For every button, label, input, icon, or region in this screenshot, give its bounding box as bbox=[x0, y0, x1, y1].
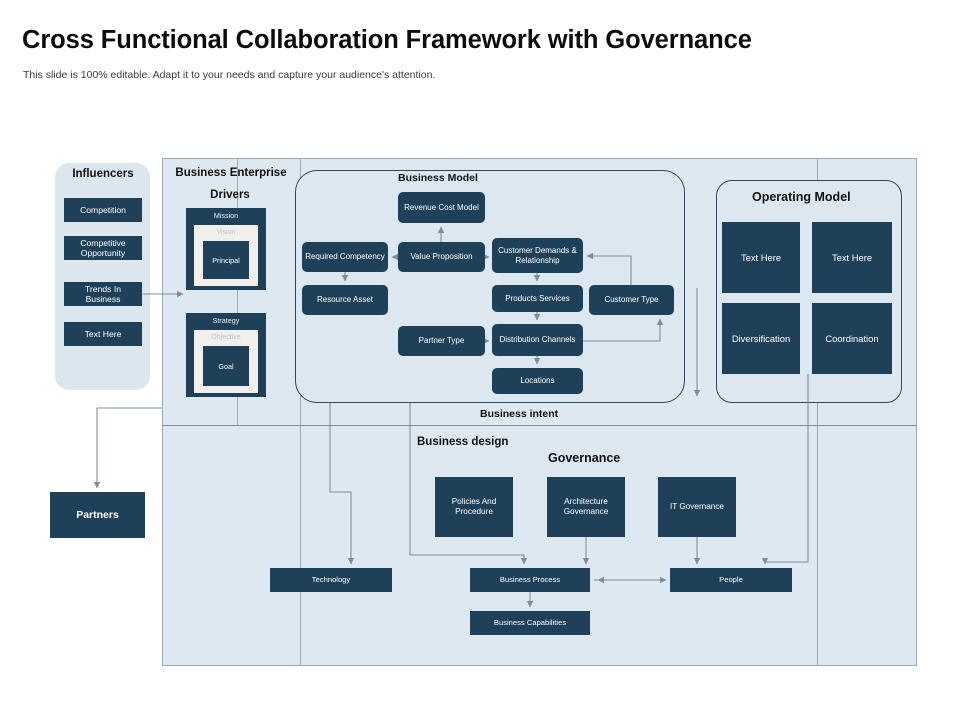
influencer-item-competitive-opportunity[interactable]: Competitive Opportunity bbox=[64, 236, 142, 260]
driver-principal[interactable]: Principal bbox=[203, 241, 249, 279]
page-subtitle: This slide is 100% editable. Adapt it to… bbox=[23, 69, 436, 81]
panel-divider-mid bbox=[300, 158, 301, 666]
node-partner-type[interactable]: Partner Type bbox=[398, 326, 485, 356]
node-customer-type[interactable]: Customer Type bbox=[589, 285, 674, 315]
driver-mission-label: Mission bbox=[213, 211, 239, 220]
driver-mission[interactable]: Mission Vision Principal bbox=[186, 208, 266, 290]
driver-objective[interactable]: Objective Goal bbox=[194, 330, 258, 393]
node-resource-asset[interactable]: Resource Asset bbox=[302, 285, 388, 315]
operating-model-cell-1[interactable]: Text Here bbox=[722, 222, 800, 293]
operating-model-heading: Operating Model bbox=[752, 190, 851, 204]
node-partners[interactable]: Partners bbox=[50, 492, 145, 538]
business-enterprise-heading: Business Enterprise bbox=[175, 167, 287, 179]
business-intent-divider bbox=[162, 425, 917, 426]
page-title: Cross Functional Collaboration Framework… bbox=[22, 26, 752, 54]
node-distribution-channels[interactable]: Distribution Channels bbox=[492, 324, 583, 356]
panel-divider-left bbox=[237, 158, 238, 425]
governance-item-policies-and-procedure[interactable]: Policies And Procedure bbox=[435, 477, 513, 537]
node-business-capabilities[interactable]: Business Capabilities bbox=[470, 611, 590, 635]
driver-goal[interactable]: Goal bbox=[203, 346, 249, 386]
driver-strategy[interactable]: Strategy Objective Goal bbox=[186, 313, 266, 397]
governance-item-it-governance[interactable]: IT Governance bbox=[658, 477, 736, 537]
business-model-heading: Business Model bbox=[398, 172, 478, 184]
influencer-item-competition[interactable]: Competition bbox=[64, 198, 142, 222]
driver-strategy-label: Strategy bbox=[212, 316, 240, 325]
operating-model-cell-diversification[interactable]: Diversification bbox=[722, 303, 800, 374]
node-business-process[interactable]: Business Process bbox=[470, 568, 590, 592]
drivers-heading: Drivers bbox=[210, 189, 250, 201]
business-intent-heading: Business intent bbox=[480, 408, 559, 420]
operating-model-cell-2[interactable]: Text Here bbox=[812, 222, 892, 293]
driver-objective-label: Objective bbox=[211, 334, 241, 341]
influencer-item-trends-in-business[interactable]: Trends In Business bbox=[64, 282, 142, 306]
governance-heading: Governance bbox=[548, 451, 621, 465]
business-design-heading: Business design bbox=[417, 436, 509, 448]
influencer-item-text-here[interactable]: Text Here bbox=[64, 322, 142, 346]
driver-vision[interactable]: Vision Principal bbox=[194, 225, 258, 286]
node-locations[interactable]: Locations bbox=[492, 368, 583, 394]
panel-divider-right bbox=[817, 158, 818, 666]
node-people[interactable]: People bbox=[670, 568, 792, 592]
node-value-proposition[interactable]: Value Proposition bbox=[398, 242, 485, 272]
driver-vision-label: Vision bbox=[216, 229, 236, 236]
node-customer-demands[interactable]: Customer Demands & Relationship bbox=[492, 238, 583, 273]
node-technology[interactable]: Technology bbox=[270, 568, 392, 592]
node-products-services[interactable]: Products Services bbox=[492, 285, 583, 312]
node-revenue-cost-model[interactable]: Revenue Cost Model bbox=[398, 192, 485, 223]
governance-item-architecture-governance[interactable]: Architecture Governance bbox=[547, 477, 625, 537]
influencers-heading: Influencers bbox=[72, 168, 134, 180]
operating-model-cell-coordination[interactable]: Coordination bbox=[812, 303, 892, 374]
node-required-competency[interactable]: Required Competency bbox=[302, 242, 388, 272]
